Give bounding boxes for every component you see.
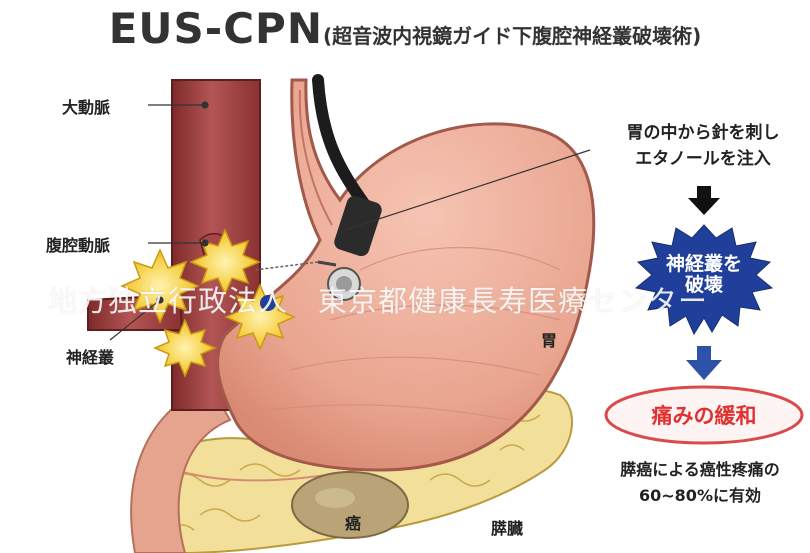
ethanol-spot <box>260 295 276 311</box>
label-pancreas: 膵臓 <box>491 519 524 538</box>
label-nerve-plexus: 神経叢 <box>66 348 115 367</box>
label-aorta: 大動脈 <box>62 98 111 117</box>
step-relief: 痛みの緩和 <box>651 404 757 428</box>
page-title: EUS-CPN(超音波内視鏡ガイド下腹腔神経叢破壊術) <box>0 4 810 53</box>
nerve-plexus <box>120 228 296 378</box>
burst-star-icon <box>634 224 774 336</box>
arrow-down-icon <box>686 346 722 380</box>
label-stomach: 胃 <box>541 331 558 350</box>
step-injection-line2: エタノールを注入 <box>635 149 771 169</box>
watermark: 地方独立行政法人 東京都健康長寿医療センター <box>48 284 709 318</box>
stomach <box>216 78 596 472</box>
step-destroy-line1: 神経叢を <box>665 253 742 275</box>
step-destroy: 神経叢を 破壊 <box>644 254 764 296</box>
step-effect: 膵癌による癌性疼痛の 60~80%に有効 <box>590 457 810 509</box>
step-effect-line2: 60~80%に有効 <box>639 486 761 505</box>
label-celiac-artery: 腹腔動脈 <box>46 236 111 255</box>
title-main: EUS-CPN <box>108 4 323 53</box>
leader-lines <box>109 101 591 341</box>
tumor <box>291 471 409 539</box>
title-subtitle: (超音波内視鏡ガイド下腹腔神経叢破壊術) <box>322 24 702 48</box>
label-cancer: 癌 <box>345 514 362 533</box>
step-injection-line1: 胃の中から針を刺し <box>626 123 780 143</box>
step-destroy-line2: 破壊 <box>684 274 723 296</box>
step-effect-line1: 膵癌による癌性疼痛の <box>620 460 780 479</box>
relief-badge <box>604 385 804 445</box>
arrow-down-icon <box>688 186 720 215</box>
step-injection: 胃の中から針を刺し エタノールを注入 <box>596 120 810 172</box>
